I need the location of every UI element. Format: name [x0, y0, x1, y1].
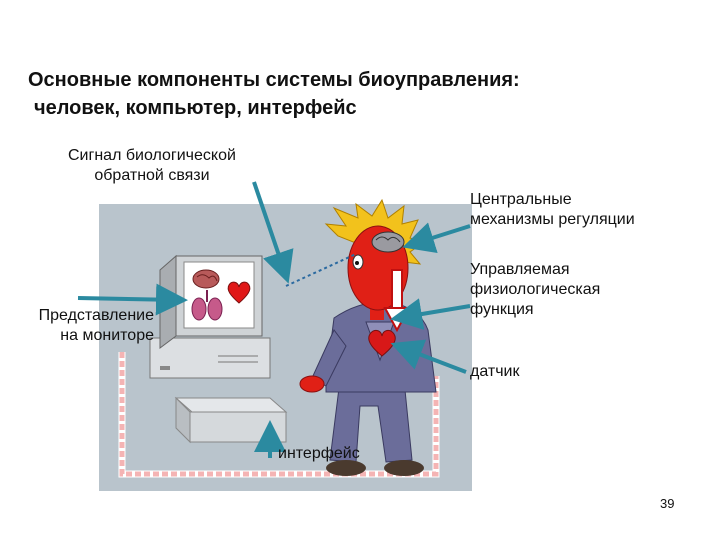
monitor-display-line-2: на мониторе — [60, 327, 154, 344]
central-mechanisms-line-2: механизмы регуляции — [470, 211, 635, 228]
sensor-arrow — [390, 339, 467, 374]
slide-title: Основные компоненты системы биоуправлени… — [28, 66, 688, 122]
computer-base — [149, 337, 271, 379]
feedback-signal-label: Сигнал биологической обратной связи — [68, 146, 236, 186]
sensor-label: датчик — [470, 363, 520, 380]
feedback-signal-line-1: Сигнал биологической — [68, 147, 236, 164]
monitor-display-line-1: Представление — [38, 307, 154, 324]
central-mechanisms-arrow — [402, 222, 471, 254]
title-line-2: человек, компьютер, интерфейс — [34, 97, 357, 119]
controlled-function-label: Управляемая физиологическая функция — [470, 260, 600, 320]
monitor-display-arrow — [77, 283, 188, 316]
heart-icon — [227, 281, 251, 304]
title-line-1: Основные компоненты системы биоуправлени… — [28, 69, 520, 91]
controlled-function-line-2: физиологическая — [470, 281, 601, 298]
brain-icon — [192, 269, 220, 289]
central-mechanisms-label: Центральные механизмы регуляции — [470, 190, 635, 230]
computer-monitor — [159, 254, 263, 349]
controlled-function-line-1: Управляемая — [470, 261, 570, 278]
hand — [299, 375, 325, 393]
feedback-dotted-line — [285, 253, 357, 287]
controlled-function-line-3: функция — [470, 301, 534, 318]
lungs-icon — [191, 290, 223, 321]
controlled-function-arrow — [390, 298, 471, 330]
monitor-display-label: Представление на мониторе — [8, 306, 154, 346]
feedback-signal-arrow — [252, 181, 294, 284]
cable-loop — [119, 352, 439, 477]
central-mechanisms-line-1: Центральные — [470, 191, 572, 208]
head-brain-icon — [371, 231, 405, 253]
interface-label: интерфейс — [278, 445, 360, 462]
feedback-signal-line-2: обратной связи — [94, 167, 210, 184]
page-number: 39 — [660, 496, 675, 511]
